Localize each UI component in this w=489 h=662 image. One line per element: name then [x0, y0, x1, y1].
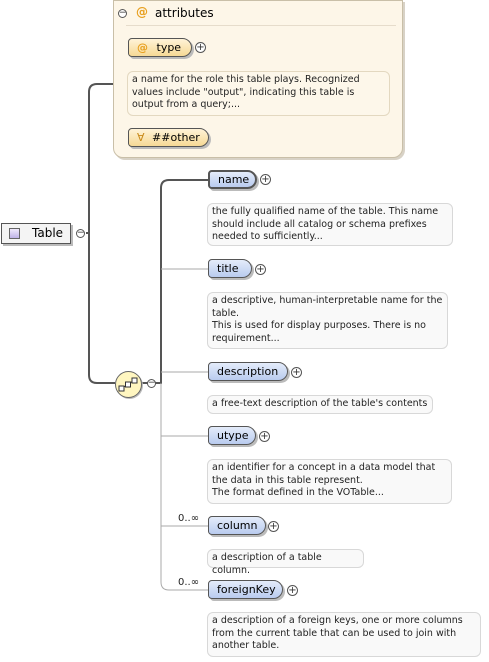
attribute-type-expand-icon[interactable]: +: [195, 42, 206, 53]
complex-type-icon: [9, 228, 20, 239]
attributes-at-icon: @: [136, 5, 148, 19]
element-name-description: the fully qualified name of the table. T…: [207, 203, 453, 246]
element-utype-expand-icon[interactable]: +: [259, 431, 270, 442]
wildcard-icon: ∀: [137, 131, 145, 144]
element-description-label: description: [217, 365, 279, 378]
element-title-label: title: [217, 262, 239, 275]
connector-sequence-name: [142, 179, 208, 384]
sequence-compositor[interactable]: [115, 371, 142, 398]
element-foreignkey-label: foreignKey: [217, 583, 276, 596]
attribute-any-other[interactable]: ∀ ##other: [128, 128, 209, 147]
sequence-collapse-icon[interactable]: −: [147, 378, 156, 388]
element-utype[interactable]: utype: [208, 426, 256, 445]
connector-root-attributes: [86, 83, 113, 234]
element-column-label: column: [217, 519, 258, 532]
attributes-title: attributes: [155, 6, 214, 20]
element-utype-label: utype: [217, 429, 249, 442]
root-element-table[interactable]: Table: [1, 223, 71, 244]
element-title[interactable]: title: [208, 259, 252, 278]
element-description[interactable]: description: [208, 362, 288, 381]
attribute-type[interactable]: @ type: [128, 38, 192, 57]
element-name[interactable]: name: [208, 170, 257, 189]
attributes-divider: [126, 25, 396, 26]
attribute-type-label: type: [156, 41, 182, 54]
sequence-icon: [118, 377, 138, 392]
element-title-expand-icon[interactable]: +: [255, 264, 266, 275]
element-foreignkey-expand-icon[interactable]: +: [287, 585, 298, 596]
element-foreignkey[interactable]: foreignKey: [208, 580, 283, 599]
element-column-multiplicity: 0..∞: [178, 513, 200, 524]
element-title-description: a descriptive, human-interpretable name …: [207, 292, 448, 349]
connector-root-sequence: [88, 233, 115, 384]
attribute-at-icon: @: [137, 41, 148, 54]
attribute-type-description: a name for the role this table plays. Re…: [127, 71, 390, 116]
element-column-description: a description of a table column.: [207, 549, 364, 576]
element-description-description: a free-text description of the table's c…: [207, 395, 433, 414]
root-element-label: Table: [32, 226, 64, 240]
attributes-collapse-icon[interactable]: −: [118, 8, 127, 18]
connector-sequence-optional: [160, 383, 208, 591]
element-foreignkey-description: a description of a foreign keys, one or …: [207, 612, 481, 657]
element-column[interactable]: column: [208, 516, 266, 535]
root-collapse-icon[interactable]: −: [76, 228, 85, 238]
attribute-other-label: ##other: [152, 131, 200, 144]
element-utype-description: an identifier for a concept in a data mo…: [207, 459, 452, 504]
element-name-expand-icon[interactable]: +: [260, 174, 271, 185]
element-name-label: name: [218, 173, 250, 186]
element-description-expand-icon[interactable]: +: [291, 367, 302, 378]
element-foreignkey-multiplicity: 0..∞: [178, 577, 200, 588]
element-column-expand-icon[interactable]: +: [268, 521, 279, 532]
